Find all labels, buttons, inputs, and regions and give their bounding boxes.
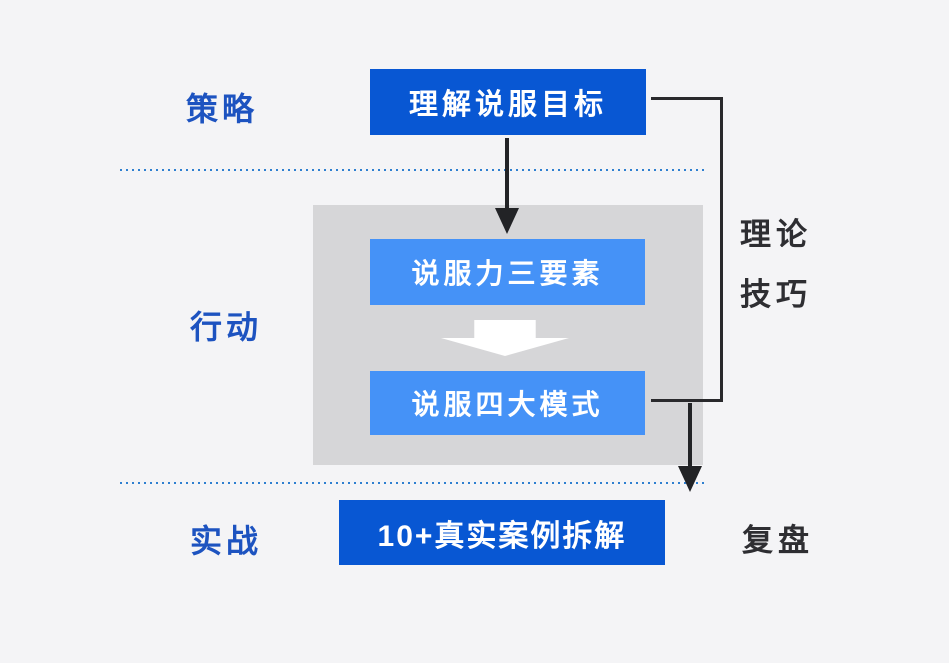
- down-arrow-goal-to-action: [505, 138, 509, 210]
- node-three-elements: 说服力三要素: [370, 239, 645, 305]
- annotation-technique: 技巧: [740, 277, 812, 312]
- annotation-theory: 理论: [740, 217, 812, 252]
- node-understand-goal: 理解说服目标: [370, 69, 646, 135]
- stage-label-practice: 实战: [190, 523, 263, 559]
- down-arrow-to-practice: [688, 403, 692, 468]
- stage-label-strategy: 策略: [186, 91, 259, 127]
- annotation-review: 复盘: [742, 523, 814, 558]
- node-four-modes: 说服四大模式: [370, 371, 645, 435]
- down-arrow-to-practice-head: [678, 466, 702, 492]
- node-real-cases: 10+真实案例拆解: [339, 500, 665, 565]
- dotted-separator-bottom: [120, 482, 706, 485]
- stage-label-action: 行动: [190, 309, 263, 345]
- theory-technique-bracket: [651, 97, 723, 402]
- down-arrow-goal-to-action-head: [495, 208, 519, 234]
- dotted-separator-top: [120, 169, 706, 172]
